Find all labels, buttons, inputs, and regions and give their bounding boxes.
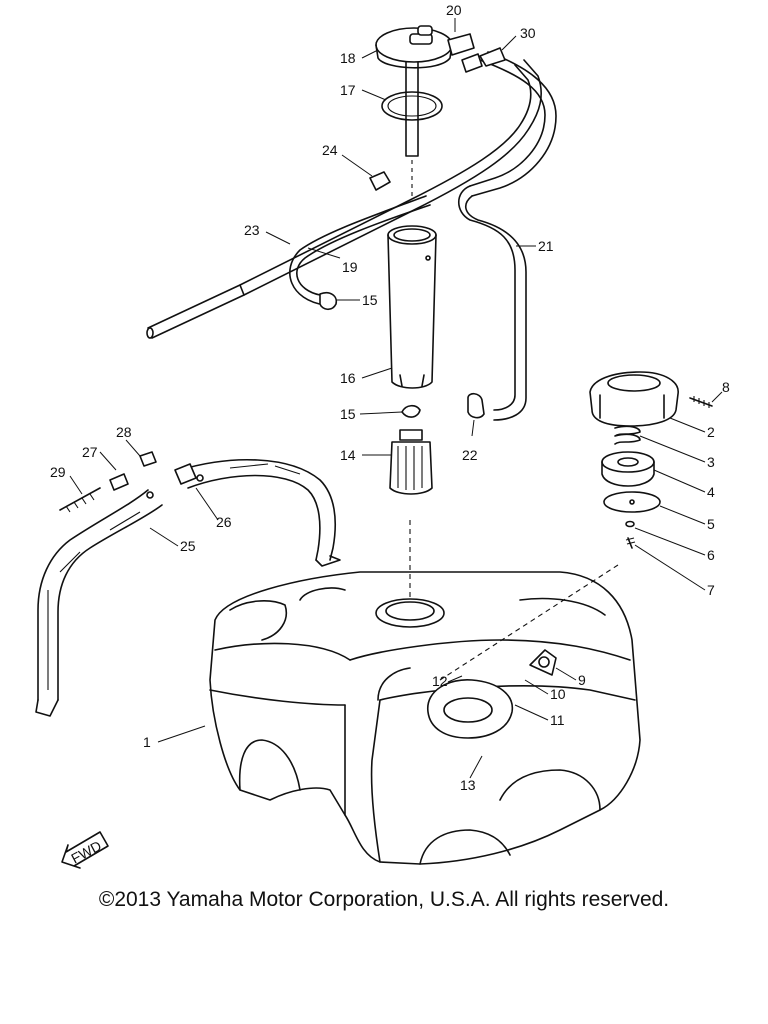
callout-6: 6 — [707, 547, 715, 563]
tank-straps — [35, 451, 341, 717]
callout-26: 26 — [216, 514, 232, 530]
callout-8: 8 — [722, 379, 730, 395]
fuel-tank — [209, 571, 641, 865]
exploded-parts-diagram: FWD 1 2 3 — [35, 2, 730, 869]
filter-tube-assembly — [387, 225, 437, 600]
callout-30: 30 — [520, 25, 536, 41]
callout-18: 18 — [340, 50, 356, 66]
callout-4: 4 — [707, 484, 715, 500]
callout-11: 11 — [550, 712, 565, 728]
callout-15-lower: 15 — [340, 406, 356, 422]
callout-14: 14 — [340, 447, 356, 463]
callout-19: 19 — [342, 259, 358, 275]
callout-7: 7 — [707, 582, 715, 598]
callout-5: 5 — [707, 516, 715, 532]
filler-cap-assembly — [439, 371, 713, 681]
fuel-sender-assembly — [375, 25, 475, 198]
callout-25: 25 — [180, 538, 196, 554]
callout-24: 24 — [322, 142, 338, 158]
callout-21: 21 — [538, 238, 554, 254]
callout-13: 13 — [460, 777, 476, 793]
callout-9: 9 — [578, 672, 586, 688]
callout-1: 1 — [143, 734, 151, 750]
callout-29: 29 — [50, 464, 66, 480]
fuel-hoses — [146, 47, 557, 421]
callout-28: 28 — [116, 424, 132, 440]
leader-lines — [69, 18, 723, 779]
callout-23: 23 — [244, 222, 260, 238]
callout-12: 12 — [432, 673, 448, 689]
fwd-arrow-icon: FWD — [61, 831, 109, 869]
callout-20: 20 — [446, 2, 462, 18]
callout-27: 27 — [82, 444, 98, 460]
callout-2: 2 — [707, 424, 715, 440]
callout-17: 17 — [340, 82, 356, 98]
callout-10: 10 — [550, 686, 566, 702]
callout-labels: 1 2 3 4 5 6 7 8 9 10 11 12 13 14 15 15 1… — [50, 2, 730, 793]
copyright-notice: ©2013 Yamaha Motor Corporation, U.S.A. A… — [98, 888, 670, 911]
callout-16: 16 — [340, 370, 356, 386]
callout-22: 22 — [462, 447, 478, 463]
callout-15-upper: 15 — [362, 292, 378, 308]
callout-3: 3 — [707, 454, 715, 470]
